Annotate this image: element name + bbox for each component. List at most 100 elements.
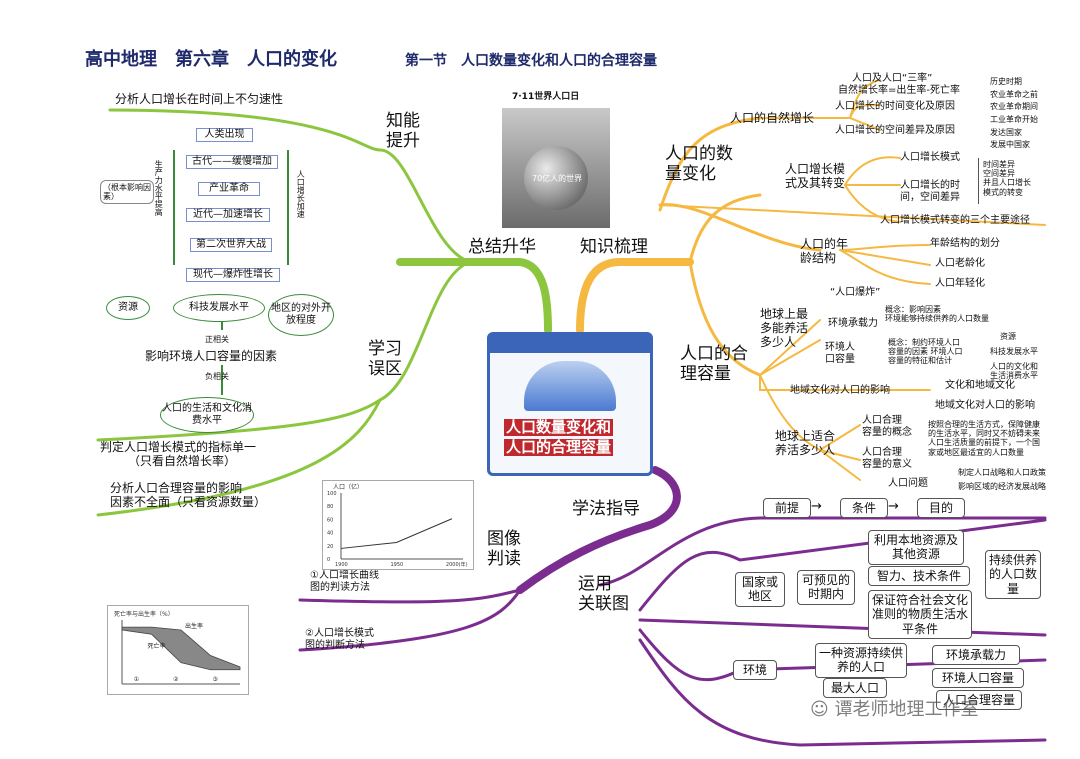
productivity-label: 生产力水平提高 [154,160,164,216]
error-2: 分析人口合理容量的影响因素不全面（只看资源数量） [110,481,267,509]
age-item: 人口老龄化 [935,258,985,269]
section-title: 第一节 人口数量变化和人口的合理容量 [405,53,657,69]
mode-label: 人口增长模式及其转变 [785,162,846,190]
chart-method-2: ②人口增长模式图的判断方法 [305,628,374,651]
meaning-note: 按照合理的生活方式，保障健康的生活水平，同时又不妨碍未来 人口生活质量的前提下，… [928,420,1040,457]
condition-item: 保证符合社会文化准则的物质生活水平条件 [868,590,972,640]
chart-title: 人口（亿） [333,483,363,491]
period-item: 农业革命之前 [990,90,1038,99]
factor-title: 影响环境人口容量的因素 [145,349,278,363]
mode-note: 时间差异空间差异 并且人口增长模式的转变 [983,160,1031,197]
x-tick-label: 1950 [390,562,403,568]
env-item: 环境人口容量 [932,668,1024,689]
y-tick-label: 80 [327,504,333,510]
mode-item: 人口增长的时间，空间差异 [900,180,960,203]
negative-label: 负相关 [205,372,229,381]
flow-step: 现代—爆炸性增长 [186,268,280,282]
natural-growth-band [121,626,241,671]
chart-method-1: ①人口增长曲线图的判读方法 [310,570,379,593]
population-problem: 人口问题 [888,478,928,489]
problem-item: 制定人口战略和人口政策 [958,468,1046,477]
support-label: 地球上最多能养活多少人 [760,307,809,349]
quantity-change-label: 人口的数量变化 [665,144,733,184]
condition-item: 智力、技术条件 [868,566,970,587]
stage-label: ③ [212,676,217,683]
env-item: 一种资源持续供养的人口 [815,643,907,678]
problem-item: 影响区域的经济发展战略 [958,482,1046,491]
stage-label: ① [134,676,139,683]
flow-step: 近代—加速增长 [186,208,270,222]
tech-oval: 科技发展水平 [173,294,265,322]
period-item: 农业革命期间 [990,102,1038,111]
env-item: 最大人口 [823,678,887,699]
reasonable-concept: 人口合理容量的概念 [862,415,912,438]
env-capacity-def: 概念：制约环境人口容量的因素 环境人口容量的特征和估计 [888,338,963,366]
center-title-line2: 人口的合理容量 [504,438,614,457]
period-item: 工业革命开始 [990,115,1038,124]
culture-item: 文化和地域文化 [945,380,1015,391]
result-box: 持续供养的人口数量 [985,550,1041,600]
chart-read-label: 图像判读 [487,529,521,569]
culture-item: 地域文化对人口的影响 [935,400,1035,411]
center-topic: 人口数量变化和 人口的合理容量 [487,332,653,476]
flow-step: 第二次世界大战 [190,238,272,252]
explosion-label: “人口爆炸” [830,287,881,298]
fit-label: 地球上适合养活多少人 [775,429,836,457]
growth-item: 自然增长率=出生率-死亡率 [838,85,960,96]
mode-item: 人口增长模式转变的三个主要途径 [880,215,1030,226]
watermark: ☺ 谭老师地理工作室 [810,699,979,720]
positive-label: 正相关 [205,335,229,344]
y-tick-label: 0 [327,557,330,563]
mode-note-bracket [978,158,1041,204]
people-figure-icon [524,361,616,411]
factor-item: 资源 [1000,332,1016,341]
flow-step: 古代——缓慢增加 [186,155,278,169]
condition-box: 条件 [840,498,888,519]
env-capacity: 环境人口容量 [825,342,855,365]
population-curve-chart: 0 20 40 60 80 100 1900 1950 2000(年) 人口（亿） [322,480,474,570]
x-tick-label: 1900 [335,562,348,568]
age-label: 人口的年龄结构 [800,237,849,265]
page-title: 高中地理 第六章 人口的变化 [85,49,337,70]
photo-caption: 7·11世界人口日 [512,92,580,102]
errors-label: 学习误区 [368,339,402,379]
natural-growth-label: 人口的自然增长 [730,111,815,125]
population-curve-svg: 0 20 40 60 80 100 1900 1950 2000(年) 人口（亿） [327,483,468,568]
period-item: 发达国家 [990,128,1022,137]
y-tick-label: 60 [327,517,333,523]
wechat-icon: ☺ [810,699,835,720]
population-photo: 70亿人的世界 [502,108,610,228]
relation-label: 运用关联图 [578,574,629,614]
capacity-label: 人口的合理容量 [680,344,748,384]
factor-item: 科技发展水平 [990,347,1038,356]
reasonable-meaning: 人口合理容量的意义 [862,447,912,470]
calendar-header [490,335,650,353]
x-tick-label: 2000(年) [446,561,468,568]
branch-method: 学法指导 [572,499,640,519]
resource-oval: 资源 [106,296,150,320]
env-item: 人口合理容量 [936,690,1022,711]
period-box: 可预见的时期内 [797,570,855,605]
condition-item: 利用本地资源及其他资源 [868,530,964,565]
growth-accel-label: 人口增长加速 [296,170,306,218]
age-item: 年龄结构的划分 [930,238,1000,249]
center-title-line1: 人口数量变化和 [504,418,614,437]
growth-item: 人口及人口“三率” [852,73,933,84]
chart-title: 死亡率与出生率（%） [114,610,174,618]
root-factor: （根本影响因素） [100,180,154,205]
growth-item: 人口增长的时间变化及原因 [835,101,955,112]
flow-step: 人类出现 [196,128,253,142]
ability-label: 知能提升 [386,111,420,151]
globe-caption: 70亿人的世界 [532,174,583,183]
goal-box: 目的 [917,498,965,519]
factor-item: 人口的文化和生活消费水平 [990,362,1038,381]
y-tick-label: 20 [327,544,333,550]
y-tick-label: 40 [327,531,333,537]
premise-box: 前提 [763,498,811,519]
population-series-line [340,518,453,549]
y-tick-label: 100 [327,491,337,497]
